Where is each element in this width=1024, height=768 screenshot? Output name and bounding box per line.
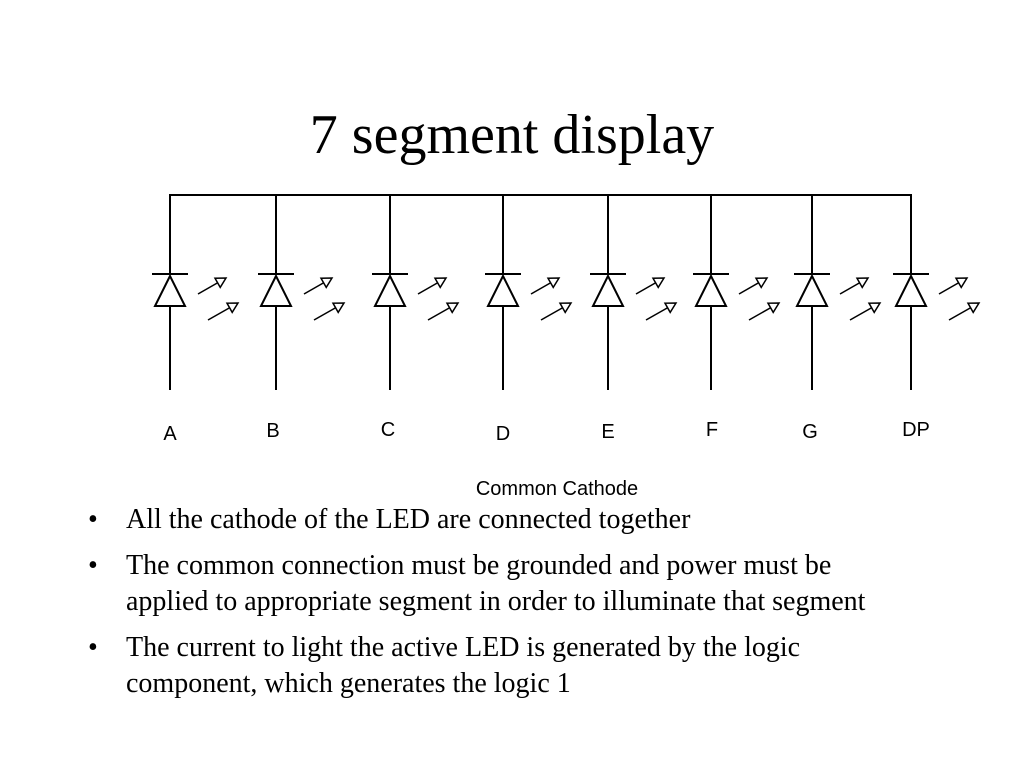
light-arrow-icon (540, 302, 573, 321)
light-arrow-icon (530, 277, 561, 295)
led-segment-f (693, 195, 781, 390)
slide-title: 7 segment display (309, 104, 715, 166)
led-segment-dp (893, 195, 981, 390)
bullet-item: • All the cathode of the LED are connect… (88, 502, 908, 538)
led-segment-g (794, 195, 882, 390)
bullet-marker: • (88, 632, 98, 663)
segment-label-f: F (706, 419, 718, 441)
light-arrow-icon (938, 277, 969, 295)
light-arrow-icon (313, 302, 346, 321)
diode-triangle (894, 273, 928, 307)
led-segment-b (258, 195, 346, 390)
led-segment-c (372, 195, 460, 390)
bullet-marker: • (88, 504, 98, 535)
bullet-text: The common connection must be grounded a… (126, 550, 866, 617)
light-arrow-icon (645, 302, 678, 321)
bullet-list: • All the cathode of the LED are connect… (88, 502, 908, 712)
diode-triangle (259, 273, 293, 307)
diode-triangle (591, 273, 625, 307)
bullet-item: • The current to light the active LED is… (88, 630, 908, 702)
light-arrow-icon (427, 302, 460, 321)
led-segment-a (152, 195, 240, 390)
diode-triangle (795, 273, 829, 307)
bullet-item: • The common connection must be grounded… (88, 548, 908, 620)
led-segment-d (485, 195, 573, 390)
light-arrow-icon (849, 302, 882, 321)
light-arrow-icon (303, 277, 334, 295)
light-arrow-icon (738, 277, 769, 295)
led-segment-e (590, 195, 678, 390)
diode-triangle (373, 273, 407, 307)
light-arrow-icon (207, 302, 240, 321)
bullet-marker: • (88, 550, 98, 581)
bullet-text: The current to light the active LED is g… (126, 632, 801, 699)
segment-label-c: C (381, 419, 395, 441)
bullet-text: All the cathode of the LED are connected… (126, 504, 691, 535)
light-arrow-icon (417, 277, 448, 295)
common-cathode-diagram: A B C D E F G DP Common Cathode (152, 194, 981, 500)
segment-label-a: A (163, 423, 177, 445)
segment-label-b: B (266, 420, 279, 442)
light-arrow-icon (948, 302, 981, 321)
segment-label-g: G (802, 421, 818, 443)
led-group (152, 195, 981, 390)
diode-triangle (153, 273, 187, 307)
light-arrow-icon (197, 277, 228, 295)
light-arrow-icon (635, 277, 666, 295)
segment-label-e: E (601, 421, 614, 443)
segment-label-d: D (496, 423, 510, 445)
diagram-caption: Common Cathode (476, 478, 638, 500)
diode-triangle (694, 273, 728, 307)
light-arrow-icon (748, 302, 781, 321)
segment-label-dp: DP (902, 419, 930, 441)
light-arrow-icon (839, 277, 870, 295)
diode-triangle (486, 273, 520, 307)
